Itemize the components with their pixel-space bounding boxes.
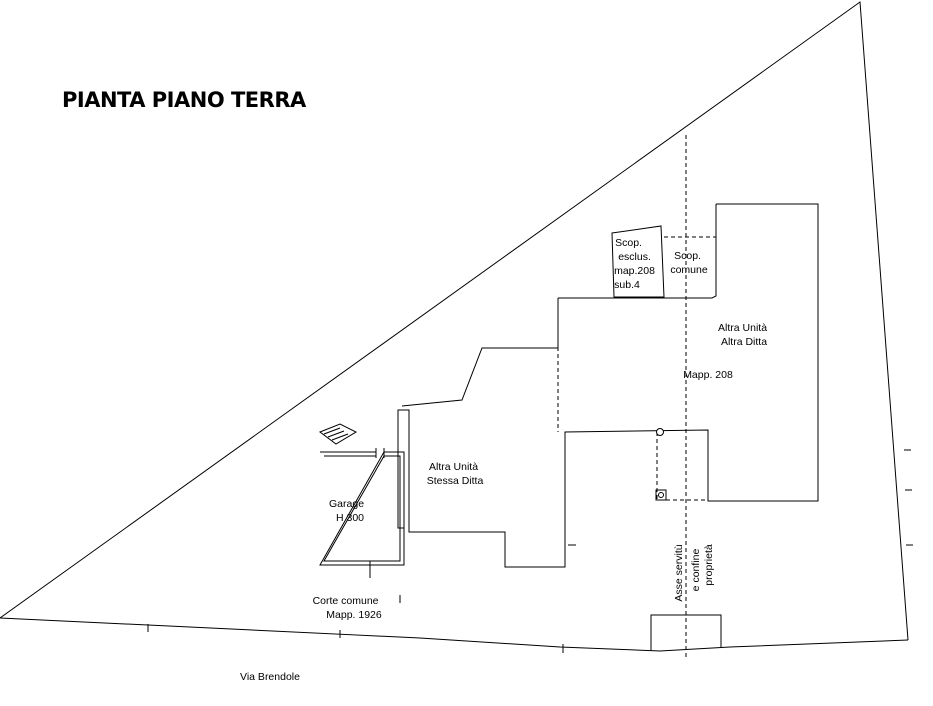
scop-esclus-label: Scop. esclus. map.208 sub.4	[614, 237, 658, 291]
servitude-line-3: proprietà	[703, 544, 715, 586]
altra-ditta-label: Altra Unità Altra Ditta	[718, 322, 770, 348]
mapp-208-label: Mapp. 208	[683, 369, 733, 381]
well-marker	[656, 428, 664, 436]
lot-boundary	[0, 1, 909, 641]
servitude-line-2: e confine	[690, 549, 702, 592]
stair-symbol	[318, 423, 358, 445]
scop-esclus-box	[611, 225, 665, 298]
inner-small-box	[655, 489, 667, 501]
garage-label: Garage H 300	[329, 498, 367, 524]
garage-door-ticks	[369, 448, 385, 578]
servitude-line-1: Asse servitù	[673, 544, 685, 601]
stessa-ditta-outline	[401, 298, 559, 407]
via-label: Via Brendole	[240, 671, 300, 683]
garage-inner	[323, 455, 401, 562]
mapp-208-outline	[558, 204, 717, 299]
inner-dashed-lower	[656, 432, 708, 501]
servitude-label-group: Asse servitù e confine proprietà	[673, 544, 715, 601]
south-boundary	[0, 617, 909, 652]
stessa-ditta-label: Altra Unità Stessa Ditta	[427, 461, 484, 487]
plan-title: PIANTA PIANO TERRA	[62, 88, 306, 112]
servitude-box	[650, 614, 722, 651]
corte-comune-label: Corte comune Mapp. 1926	[313, 595, 382, 621]
building-ticks	[399, 544, 576, 603]
scop-comune-label: Scop. comune	[670, 250, 708, 276]
boundary-ticks	[147, 449, 913, 653]
small-circle	[658, 492, 664, 498]
altra-ditta-block	[397, 203, 819, 568]
garage-outline	[319, 451, 405, 566]
